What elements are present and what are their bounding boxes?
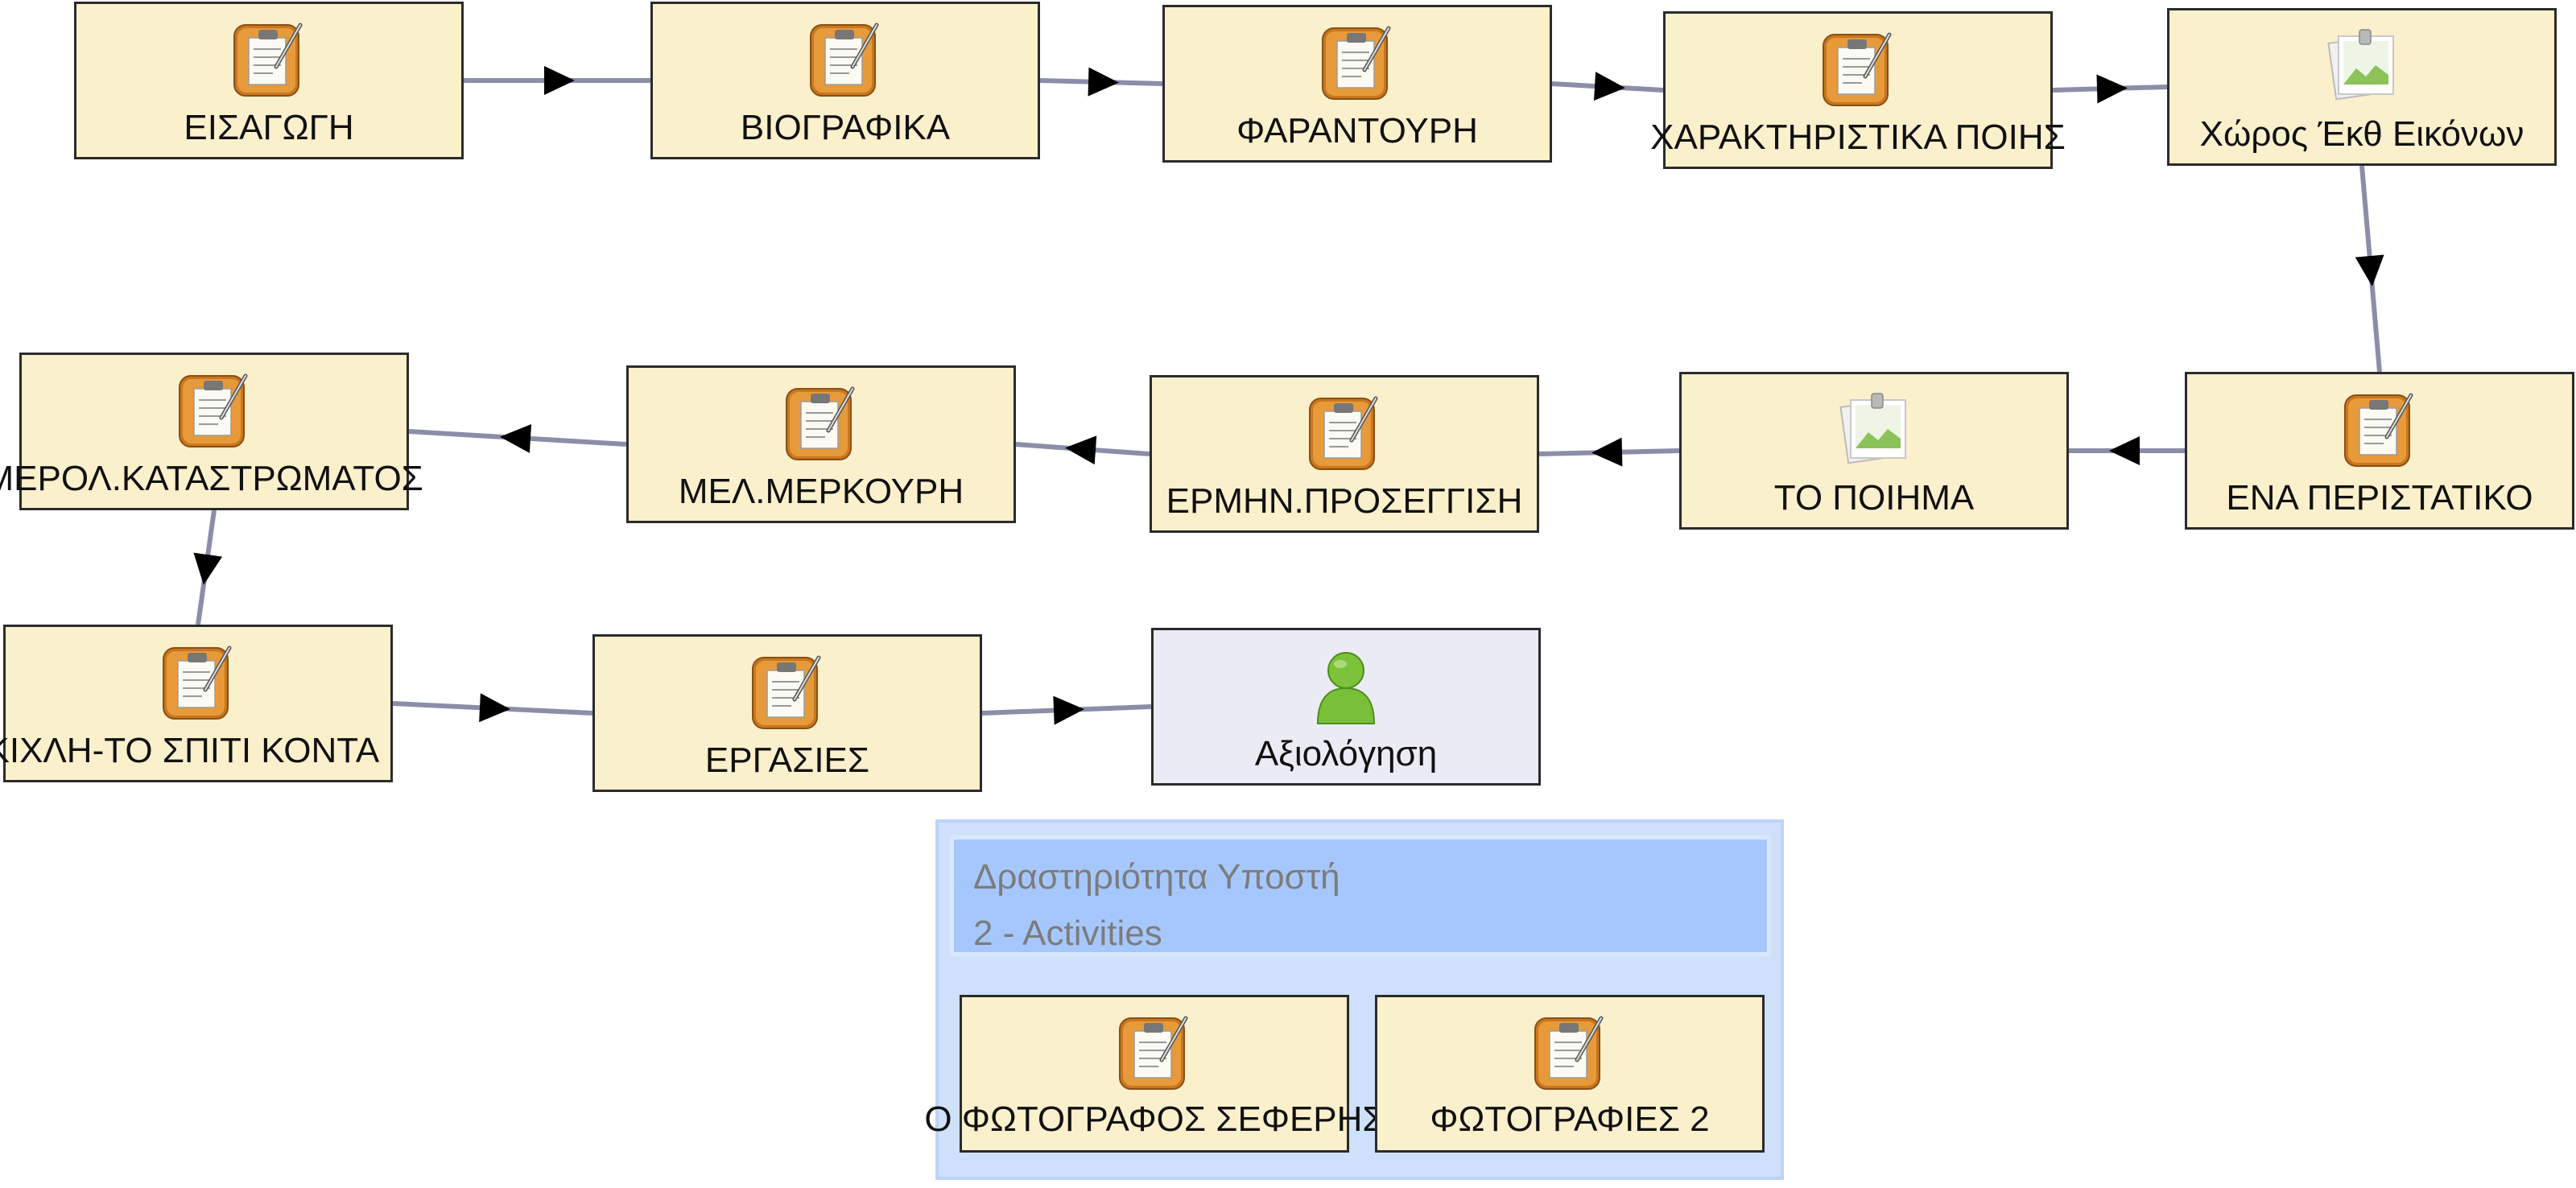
activity-ermin[interactable]: ΕΡΜΗΝ.ΠΡΟΣΕΓΓΙΣΗ bbox=[1150, 375, 1539, 533]
notepad-icon bbox=[783, 384, 859, 463]
connector-arrow bbox=[1591, 437, 1623, 467]
person-icon bbox=[1308, 646, 1384, 725]
image-gallery-icon bbox=[2324, 27, 2400, 105]
activity-choros[interactable]: Χώρος Έκθ Εικόνων bbox=[2167, 8, 2557, 166]
activity-label: ΕΙΣΑΓΩΓΗ bbox=[184, 108, 354, 147]
notepad-icon bbox=[749, 653, 825, 732]
notepad-icon bbox=[1820, 30, 1896, 109]
activity-poiima[interactable]: ΤΟ ΠΟΙΗΜΑ bbox=[1679, 372, 2069, 530]
activity-label: ΕΡΓΑΣΙΕΣ bbox=[704, 740, 870, 780]
notepad-icon bbox=[231, 20, 307, 99]
activity-eisagogi[interactable]: ΕΙΣΑΓΩΓΗ bbox=[74, 2, 464, 159]
connector-arrow bbox=[1053, 695, 1084, 725]
activity-label: ΧΑΡΑΚΤΗΡΙΣΤΙΚΑ ΠΟΙΗΣ bbox=[1650, 118, 2066, 157]
activity-label: ΕΝΑ ΠΕΡΙΣΤΑΤΙΚΟ bbox=[2226, 478, 2533, 518]
activity-label: Ο ΦΩΤΟΓΡΑΦΟΣ ΣΕΦΕΡΗΣ bbox=[924, 1099, 1385, 1139]
connector-arrow bbox=[1088, 67, 1119, 97]
connector-arrow bbox=[1065, 435, 1097, 465]
notepad-icon bbox=[1307, 394, 1382, 472]
notepad-icon bbox=[160, 643, 236, 722]
activity-label: Χώρος Έκθ Εικόνων bbox=[2199, 114, 2524, 154]
notepad-icon bbox=[1117, 1013, 1192, 1092]
activity-axiologisi[interactable]: Αξιολόγηση bbox=[1151, 628, 1541, 786]
notepad-icon bbox=[807, 20, 883, 99]
activity-label: ΕΡΜΗΝ.ΠΡΟΣΕΓΓΙΣΗ bbox=[1166, 481, 1523, 521]
activity-merkouri[interactable]: ΜΕΛ.ΜΕΡΚΟΥΡΗ bbox=[626, 365, 1016, 523]
activity-label: ΚΙΧΛΗ-ΤΟ ΣΠΙΤΙ ΚΟΝΤΑ bbox=[0, 731, 380, 770]
branch-activity-fotografos[interactable]: Ο ΦΩΤΟΓΡΑΦΟΣ ΣΕΦΕΡΗΣ bbox=[924, 995, 1385, 1153]
activity-merol[interactable]: ΗΜΕΡΟΛ.ΚΑΤΑΣΤΡΩΜΑΤΟΣ bbox=[0, 353, 423, 510]
activity-peristatiko[interactable]: ΕΝΑ ΠΕΡΙΣΤΑΤΙΚΟ bbox=[2185, 372, 2574, 530]
notepad-icon bbox=[176, 371, 252, 450]
activity-label: ΒΙΟΓΡΑΦΙΚΑ bbox=[740, 108, 951, 147]
activity-label: ΦΑΡΑΝΤΟΥΡΗ bbox=[1236, 111, 1478, 151]
activity-charaktiristika[interactable]: ΧΑΡΑΚΤΗΡΙΣΤΙΚΑ ΠΟΙΗΣ bbox=[1650, 11, 2066, 169]
branch-header[interactable]: Δραστηριότητα Υποστή 2 - Activities bbox=[950, 835, 1771, 956]
notepad-icon bbox=[1319, 23, 1395, 102]
activity-label: ΜΕΛ.ΜΕΡΚΟΥΡΗ bbox=[678, 472, 964, 511]
activity-label: ΤΟ ΠΟΙΗΜΑ bbox=[1773, 478, 1975, 518]
activity-label: ΦΩΤΟΓΡΑΦΙΕΣ 2 bbox=[1430, 1099, 1710, 1139]
activity-spiti[interactable]: ΚΙΧΛΗ-ΤΟ ΣΠΙΤΙ ΚΟΝΤΑ bbox=[0, 625, 393, 782]
branch-activity-fotografies[interactable]: ΦΩΤΟΓΡΑΦΙΕΣ 2 bbox=[1375, 995, 1765, 1153]
connector-arrow bbox=[1593, 72, 1625, 101]
activity-ergasies[interactable]: ΕΡΓΑΣΙΕΣ bbox=[592, 634, 982, 792]
activity-viografika[interactable]: ΒΙΟΓΡΑΦΙΚΑ bbox=[650, 2, 1040, 159]
branch-subtitle: 2 - Activities bbox=[973, 914, 1162, 953]
connector-arrow bbox=[193, 552, 223, 585]
connector-arrow bbox=[2355, 254, 2384, 287]
notepad-icon bbox=[1532, 1013, 1608, 1092]
activity-farantouri[interactable]: ΦΑΡΑΝΤΟΥΡΗ bbox=[1162, 5, 1552, 163]
connector-arrow bbox=[2109, 436, 2140, 465]
activity-label: ΗΜΕΡΟΛ.ΚΑΤΑΣΤΡΩΜΑΤΟΣ bbox=[0, 459, 423, 498]
activity-label: Αξιολόγηση bbox=[1254, 734, 1438, 773]
branch-title: Δραστηριότητα Υποστή bbox=[973, 857, 1340, 897]
connector-arrow bbox=[479, 693, 510, 723]
connector-arrow bbox=[500, 423, 532, 453]
connector-arrow bbox=[544, 66, 575, 95]
notepad-icon bbox=[2342, 390, 2417, 469]
image-gallery-icon bbox=[1836, 390, 1912, 469]
connector-arrow bbox=[2096, 74, 2128, 104]
